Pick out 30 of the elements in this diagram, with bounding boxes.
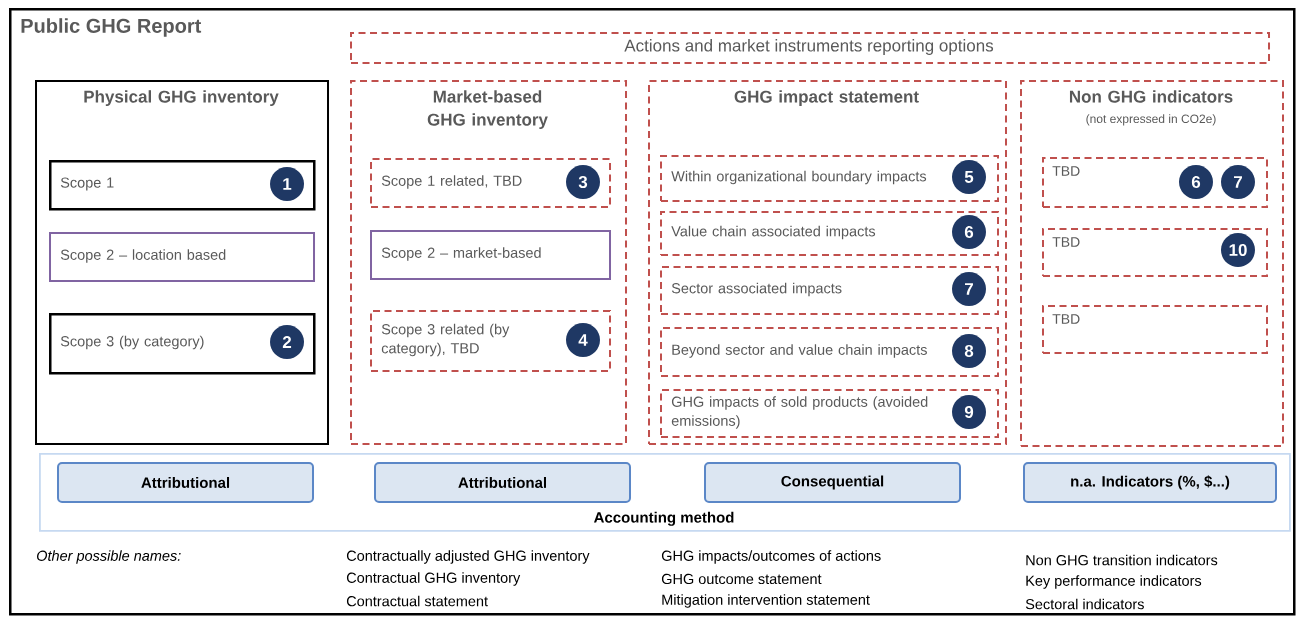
item-box: TBD xyxy=(1042,305,1268,354)
number-badge: 7 xyxy=(1221,165,1255,199)
name-list-item: Contractual statement xyxy=(346,595,488,607)
number-badge: 2 xyxy=(270,325,304,359)
method-button: n.a. Indicators (%, $...) xyxy=(1023,462,1277,503)
options-banner: Actions and market instruments reporting options xyxy=(350,32,1270,64)
name-list-item: Sectoral indicators xyxy=(1025,598,1144,610)
number-badge: 6 xyxy=(1179,165,1213,199)
name-list-item: Contractual GHG inventory xyxy=(346,572,521,586)
number-badge: 7 xyxy=(952,272,986,306)
name-list-item: GHG impacts/outcomes of actions xyxy=(661,550,881,564)
name-list-item: Non GHG transition indicators xyxy=(1026,554,1218,566)
number-badge: 5 xyxy=(952,160,986,194)
name-list-item: Contractually adjusted GHG inventory xyxy=(346,550,590,564)
number-badge: 3 xyxy=(566,165,600,199)
note-text: Other possible names: xyxy=(37,550,181,564)
number-badge: 1 xyxy=(270,167,304,201)
method-button: Attributional xyxy=(57,462,314,503)
number-badge: 4 xyxy=(566,323,600,357)
name-list-item: Mitigation intervention statement xyxy=(662,594,870,608)
number-badge: 6 xyxy=(952,215,986,249)
name-list-item: Key performance indicators xyxy=(1026,575,1202,589)
method-button: Attributional xyxy=(374,462,631,503)
number-badge: 10 xyxy=(1221,233,1255,267)
number-badge: 9 xyxy=(952,395,986,429)
method-button: Consequential xyxy=(704,462,961,503)
name-list-item: GHG outcome statement xyxy=(661,573,822,585)
item-box: Scope 2 – market-based xyxy=(370,230,611,280)
number-badge: 8 xyxy=(952,334,986,368)
item-box: Scope 2 – location based xyxy=(49,232,315,282)
